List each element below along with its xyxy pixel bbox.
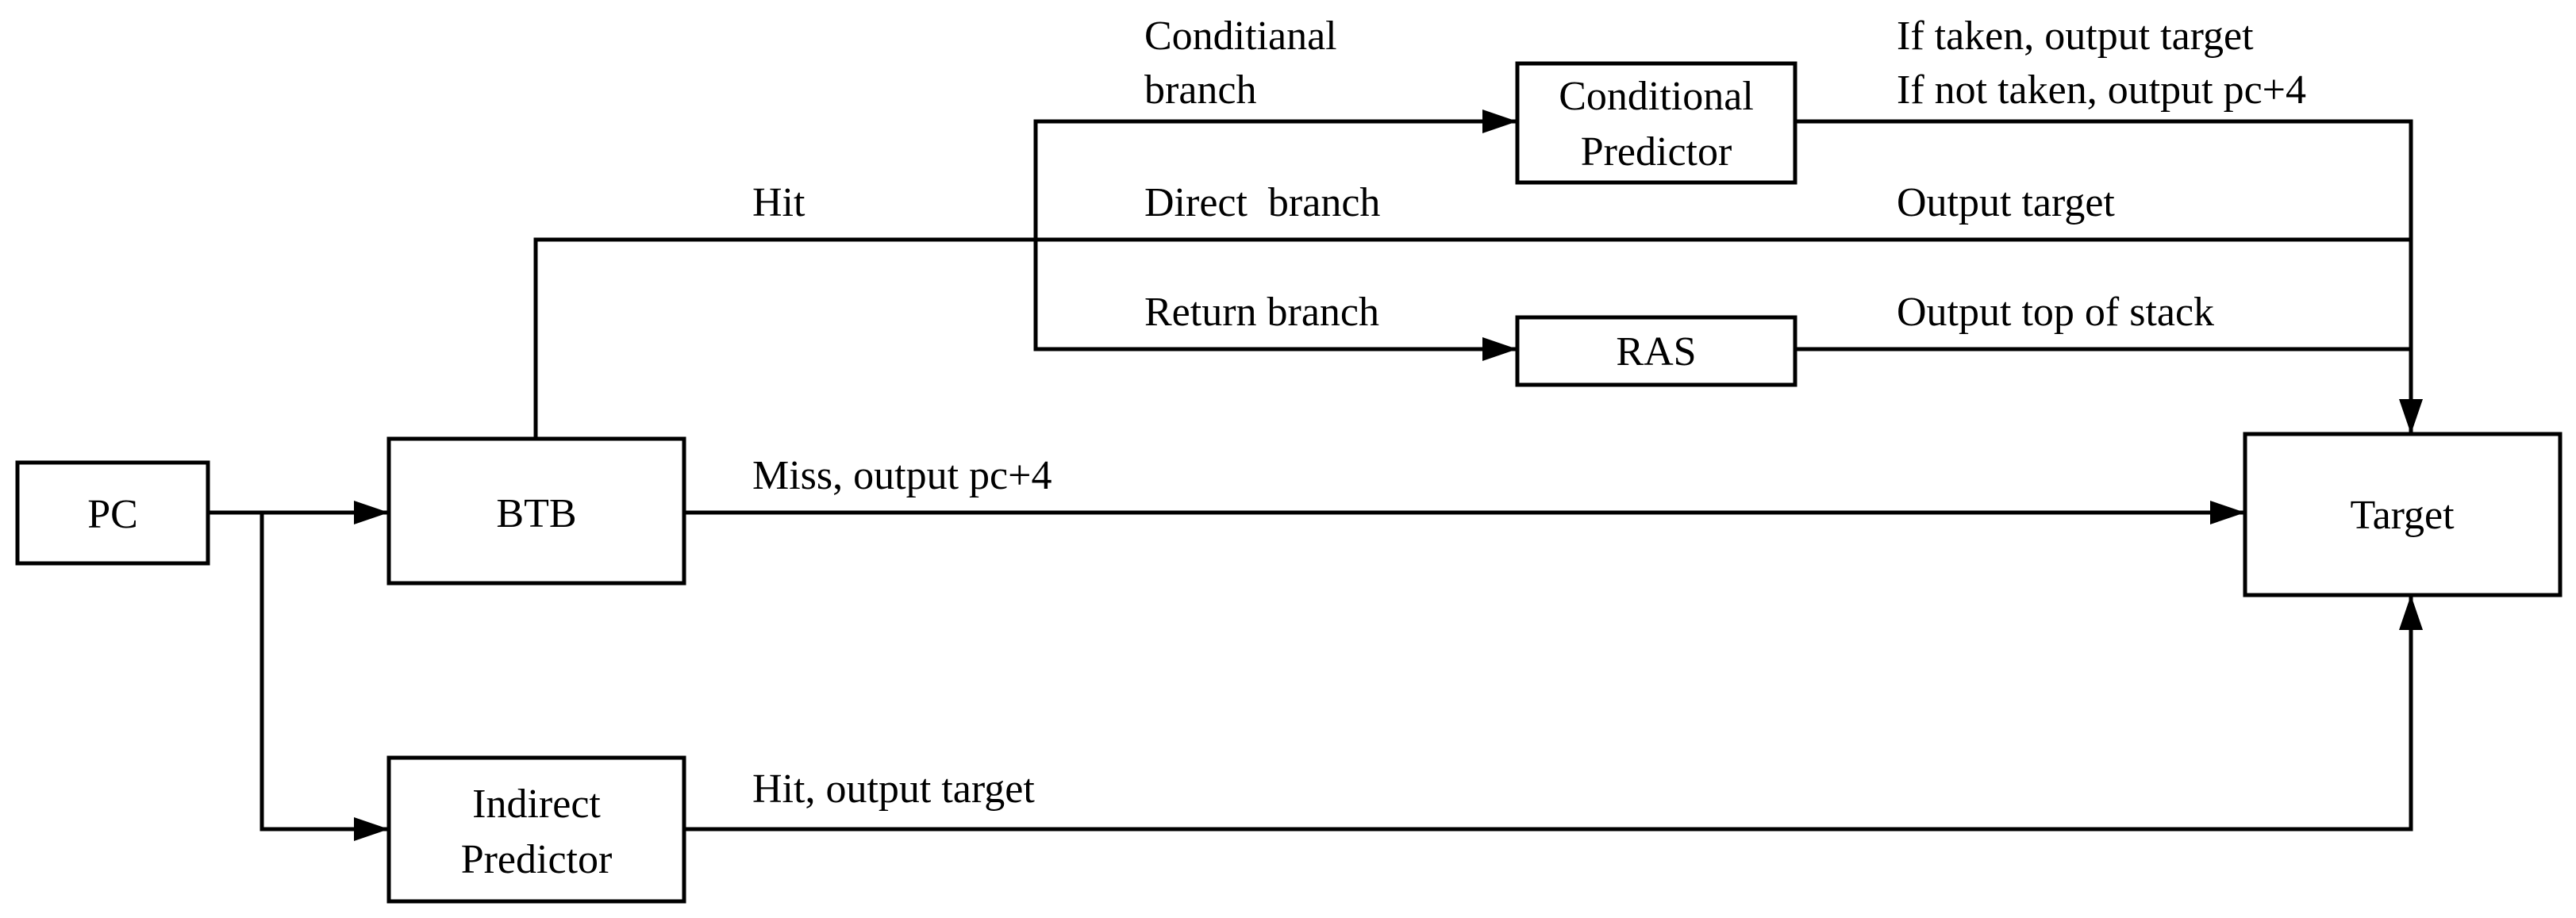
- conditional-predictor-label-2: Predictor: [1581, 129, 1732, 175]
- indirect-predictor-label-2: Predictor: [461, 837, 613, 882]
- edge-label-miss: Miss, output pc+4: [752, 453, 1052, 498]
- conditional-predictor-label-1: Conditional: [1559, 74, 1754, 119]
- edge-indirect-to-target: [682, 593, 2423, 832]
- ras-label: RAS: [1616, 329, 1696, 374]
- edge-btb-hit-direct: [533, 237, 2413, 441]
- conditional-predictor-node: Conditional Predictor: [1515, 61, 1797, 185]
- btb-node: BTB: [386, 436, 686, 586]
- edge-label-direct-branch: Direct branch: [1144, 180, 1380, 225]
- edge-label-hit: Hit: [752, 180, 805, 225]
- btb-label: BTB: [496, 491, 576, 536]
- indirect-predictor-label-1: Indirect: [472, 782, 601, 827]
- indirect-predictor-node: Indirect Predictor: [386, 755, 686, 904]
- pc-node: PC: [15, 460, 210, 566]
- edge-label-indirect-hit: Hit, output target: [752, 766, 1035, 812]
- edge-label-output-top-of-stack: Output top of stack: [1897, 290, 2214, 335]
- target-label: Target: [2350, 493, 2455, 538]
- edge-pc-to-indirect: [260, 510, 391, 841]
- target-node: Target: [2243, 432, 2563, 597]
- edge-label-if-not-taken: If not taken, output pc+4: [1897, 67, 2306, 113]
- ras-node: RAS: [1515, 315, 1797, 387]
- edge-label-if-taken: If taken, output target: [1897, 13, 2254, 59]
- edge-label-output-target: Output target: [1897, 180, 2115, 225]
- edge-label-conditional-branch-2: branch: [1144, 67, 1256, 113]
- edge-label-conditional-branch-1: Conditianal: [1144, 13, 1337, 59]
- edge-label-return-branch: Return branch: [1144, 290, 1379, 335]
- edge-conditional-to-target: [1793, 119, 2423, 436]
- pc-label: PC: [87, 492, 138, 537]
